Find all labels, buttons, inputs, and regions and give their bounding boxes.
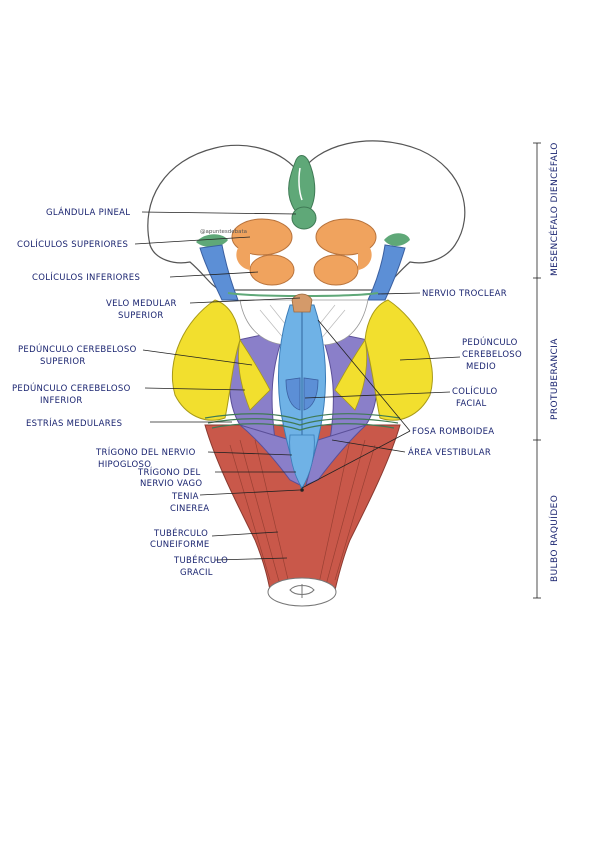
label-velo-medular-2: SUPERIOR [118, 311, 164, 321]
label-tenia-1: TENIA [171, 492, 199, 502]
label-tub-cun-2: CUNEIFORME [150, 540, 210, 550]
middle-cerebellar-peduncle-left [171, 299, 241, 421]
colliculi [231, 218, 377, 286]
label-coliculo-facial-1: COLÍCULO [452, 385, 498, 397]
obex [300, 488, 304, 492]
label-ped-sup-2: SUPERIOR [40, 357, 86, 367]
labels-left: GLÁNDULA PINEAL COLÍCULOS SUPERIORES COL… [12, 206, 247, 578]
label-area-vestibular: ÁREA VESTIBULAR [408, 446, 491, 458]
label-coliculos-inferiores: COLÍCULOS INFERIORES [32, 271, 140, 283]
label-trig-hipo-2: HIPOGLOSO [98, 460, 151, 470]
section-bulbo: BULBO RAQUÍDEO [548, 495, 560, 582]
facial-colliculus [285, 377, 319, 411]
label-ped-med-2: CEREBELOSO [462, 350, 522, 360]
label-trig-vago-1: TRÍGONO DEL [137, 466, 201, 478]
label-ped-med-3: MEDIO [466, 362, 496, 372]
label-ped-sup-1: PEDÚNCULO CEREBELOSO [18, 343, 137, 355]
fossa-apex [291, 293, 313, 313]
striae-medullares [204, 413, 401, 431]
habenula-right [384, 233, 410, 246]
label-estrias: ESTRÍAS MEDULARES [26, 417, 122, 429]
section-bracket: MESENCÉFALO DIENCÉFALO PROTUBERANCIA BUL… [533, 142, 560, 599]
section-protuberancia: PROTUBERANCIA [550, 338, 560, 420]
middle-cerebellar-peduncle-right [364, 299, 433, 421]
label-ped-inf-2: INFERIOR [40, 396, 83, 406]
label-tub-cun-1: TUBÉRCULO [153, 527, 208, 539]
label-velo-medular-1: VELO MEDULAR [106, 299, 177, 309]
labels-right: NERVIO TROCLEAR PEDÚNCULO CEREBELOSO MED… [408, 289, 522, 458]
label-trig-hipo-1: TRÍGONO DEL NERVIO [95, 446, 196, 458]
label-ped-inf-1: PEDÚNCULO CEREBELOSO [12, 382, 131, 394]
cerebral-peduncle-left [199, 244, 239, 301]
label-coliculo-facial-2: FACIAL [456, 399, 487, 409]
label-trig-vago-2: NERVIO VAGO [140, 479, 202, 489]
leader-lines [134, 211, 461, 561]
label-glandula-pineal: GLÁNDULA PINEAL [46, 206, 130, 218]
superior-cerebellar-peduncle-left [238, 338, 271, 411]
label-tub-gra-1: TUBÉRCULO [173, 554, 228, 566]
habenula-left [196, 234, 228, 248]
watermark: @apuntesdebata [200, 229, 247, 235]
section-mesencefalo: MESENCÉFALO DIENCÉFALO [548, 142, 560, 276]
pineal-gland [288, 155, 317, 230]
medulla [204, 424, 401, 607]
label-fosa: FOSA ROMBOIDEA [412, 427, 494, 437]
label-nervio-troclear: NERVIO TROCLEAR [422, 289, 507, 299]
label-tenia-2: CINEREA [170, 504, 209, 514]
label-coliculos-superiores: COLÍCULOS SUPERIORES [17, 238, 128, 250]
label-ped-med-1: PEDÚNCULO [462, 336, 518, 348]
label-tub-gra-2: GRACIL [180, 568, 213, 578]
trigone-hypoglossal-left [239, 424, 301, 486]
superior-cerebellar-peduncle-right [334, 338, 368, 411]
